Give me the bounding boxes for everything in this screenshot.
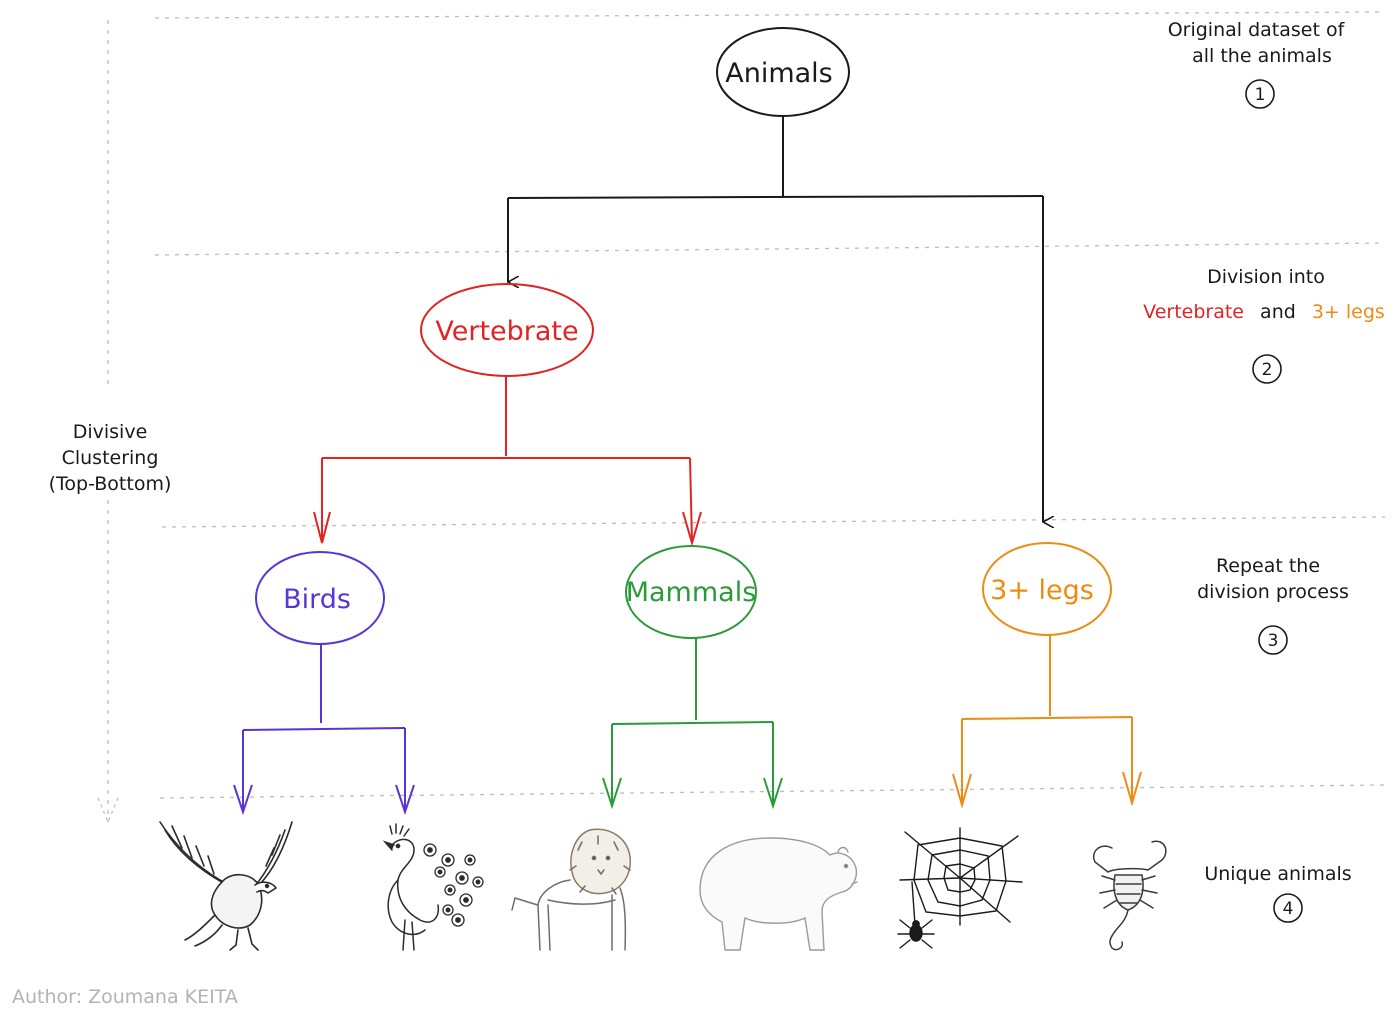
arrow-to-mammals-head xyxy=(682,511,702,547)
spider-web-icon xyxy=(897,827,1023,949)
birds-bar xyxy=(242,727,406,731)
vertebrate-connectors xyxy=(313,376,702,547)
step-4-line1: Unique animals xyxy=(1204,863,1351,885)
eagle-icon xyxy=(159,821,293,951)
mammals-connectors xyxy=(602,638,783,810)
arrow-to-mammals-line xyxy=(689,457,693,544)
step-3-line2: division process xyxy=(1197,581,1349,603)
node-birds-ellipse xyxy=(255,551,385,645)
step-1-badge xyxy=(1245,79,1275,109)
node-mammals-label: Mammals xyxy=(626,577,757,608)
arrow-to-eagle-head xyxy=(233,784,253,816)
step-3-line1: Repeat the xyxy=(1216,555,1320,577)
arrow-to-scorpion-head xyxy=(1122,771,1142,807)
step-3-badge xyxy=(1258,625,1288,655)
left-axis xyxy=(97,20,119,824)
node-birds-label: Birds xyxy=(283,584,351,615)
axis-label-line2: Clustering xyxy=(62,447,159,469)
divider-2 xyxy=(154,242,1386,256)
arrow-to-birds-head xyxy=(313,511,331,544)
node-mammals: Mammals xyxy=(625,545,757,639)
legs-connectors xyxy=(952,635,1142,809)
step-2-vertebrate: Vertebrate xyxy=(1143,301,1244,323)
axis-label-line3: (Top-Bottom) xyxy=(49,473,172,495)
step-3-note: Repeat the division process 3 xyxy=(1197,555,1349,655)
node-vertebrate: Vertebrate xyxy=(420,283,594,377)
step-4-num: 4 xyxy=(1283,899,1294,919)
polar-bear-icon xyxy=(699,837,858,951)
node-animals: Animals xyxy=(716,27,850,117)
step-4-badge xyxy=(1273,893,1303,923)
node-vertebrate-label: Vertebrate xyxy=(435,316,578,347)
step-2-legs: 3+ legs xyxy=(1312,301,1385,323)
step-2-num: 2 xyxy=(1262,360,1273,380)
node-legs: 3+ legs xyxy=(982,542,1112,636)
step-2-line1: Division into xyxy=(1207,266,1325,288)
step-1-note: Original dataset of all the animals 1 xyxy=(1168,19,1346,109)
axis-label-line1: Divisive xyxy=(73,421,148,443)
node-legs-ellipse xyxy=(982,542,1112,636)
legs-bar xyxy=(961,716,1133,720)
level-dividers xyxy=(154,11,1386,799)
mammals-bar xyxy=(611,721,774,725)
divider-1 xyxy=(154,11,1386,19)
step-4-note: Unique animals 4 xyxy=(1204,863,1352,923)
lion-icon xyxy=(511,828,631,951)
birds-connectors xyxy=(233,645,415,816)
scorpion-icon xyxy=(1093,840,1167,951)
node-animals-label: Animals xyxy=(725,58,833,89)
root-bar xyxy=(507,195,1044,199)
step-2-note: Division into Vertebrate and 3+ legs 2 xyxy=(1143,266,1385,384)
peacock-icon xyxy=(382,823,484,951)
step-2-badge xyxy=(1252,354,1282,384)
step-3-num: 3 xyxy=(1268,631,1279,651)
axis-arrowhead xyxy=(97,797,119,824)
step-2-and: and xyxy=(1260,301,1296,323)
step-1-line2: all the animals xyxy=(1192,45,1332,67)
step-1-line1: Original dataset of xyxy=(1168,19,1346,41)
node-legs-label: 3+ legs xyxy=(990,575,1094,606)
node-mammals-ellipse xyxy=(625,545,757,639)
arrow-to-lion-head xyxy=(602,777,622,810)
arrow-to-peacock-head xyxy=(395,784,415,816)
author-credit: Author: Zoumana KEITA xyxy=(12,986,238,1008)
node-birds: Birds xyxy=(255,551,385,645)
step-2-line2: Vertebrate and 3+ legs xyxy=(1143,301,1385,323)
step-1-num: 1 xyxy=(1255,85,1266,105)
divider-3 xyxy=(161,516,1386,528)
root-connectors xyxy=(507,116,1044,522)
arrow-to-bear-head xyxy=(763,777,783,810)
arrow-to-spider-head xyxy=(952,773,972,809)
